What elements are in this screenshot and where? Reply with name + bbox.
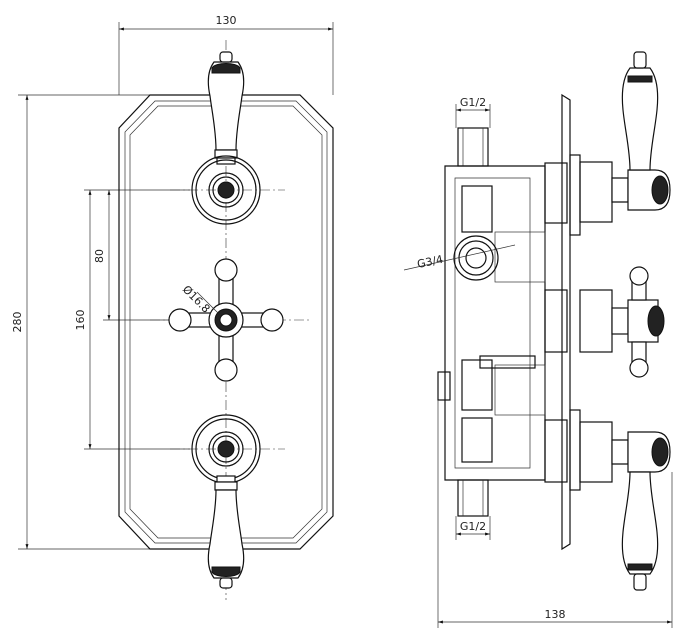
dimension-80: 80	[93, 190, 185, 321]
side-view: G1/2 G3/4	[403, 51, 673, 628]
dim-inlet-top-label: G1/2	[460, 96, 486, 109]
valve-body: G3/4	[403, 165, 546, 481]
dimension-height: 280	[11, 94, 155, 550]
dim-width-label: 130	[216, 14, 237, 27]
bottom-lever-handle	[207, 475, 245, 589]
cross-handle: Ø16.8	[168, 258, 284, 382]
dim-160-label: 160	[74, 310, 87, 331]
dim-80-label: 80	[93, 249, 106, 263]
dimension-depth: 138	[437, 400, 673, 628]
faceplate	[118, 94, 334, 550]
dimension-width: 130	[118, 14, 334, 95]
top-lever-handle	[207, 51, 245, 165]
side-top-handle	[611, 51, 671, 211]
side-faceplate	[561, 93, 613, 551]
dim-outlet-label: G3/4	[416, 253, 444, 271]
front-view: 130 280 160 80	[11, 14, 334, 600]
top-valve-flange	[191, 155, 261, 225]
dimension-inlet-bottom: G1/2	[455, 516, 491, 540]
dimension-inlet-top: G1/2	[455, 96, 491, 128]
dim-height-label: 280	[11, 312, 24, 333]
side-middle-handle	[611, 266, 665, 378]
dim-depth-label: 138	[545, 608, 566, 621]
side-bottom-handle	[611, 431, 671, 591]
dim-inlet-bottom-label: G1/2	[460, 520, 486, 533]
